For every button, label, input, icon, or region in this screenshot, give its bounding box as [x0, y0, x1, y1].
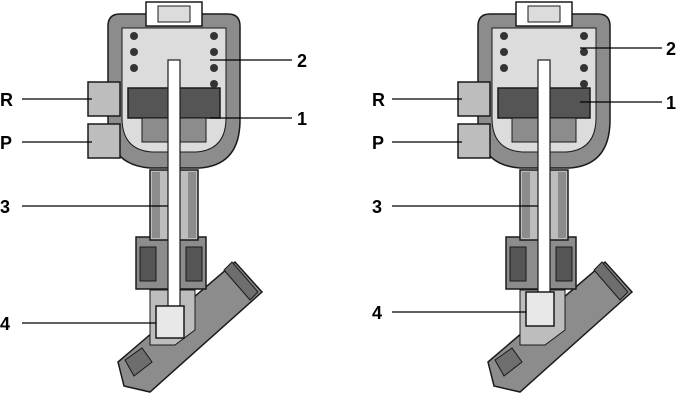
left-valve: R P 2 1 3 4 — [0, 1, 307, 393]
label-p: P — [372, 133, 384, 153]
valve-disc — [155, 305, 185, 339]
right-valve: R P 2 1 3 4 — [372, 1, 676, 393]
label-r: R — [372, 90, 385, 110]
valve-disc — [525, 291, 555, 327]
label-3: 3 — [0, 197, 10, 217]
label-1: 1 — [297, 109, 307, 129]
label-4: 4 — [372, 303, 382, 323]
label-2: 2 — [666, 39, 676, 59]
label-2: 2 — [297, 51, 307, 71]
label-r: R — [0, 90, 13, 110]
label-4: 4 — [0, 314, 10, 334]
label-3: 3 — [372, 197, 382, 217]
label-p: P — [0, 133, 12, 153]
label-1: 1 — [666, 93, 676, 113]
